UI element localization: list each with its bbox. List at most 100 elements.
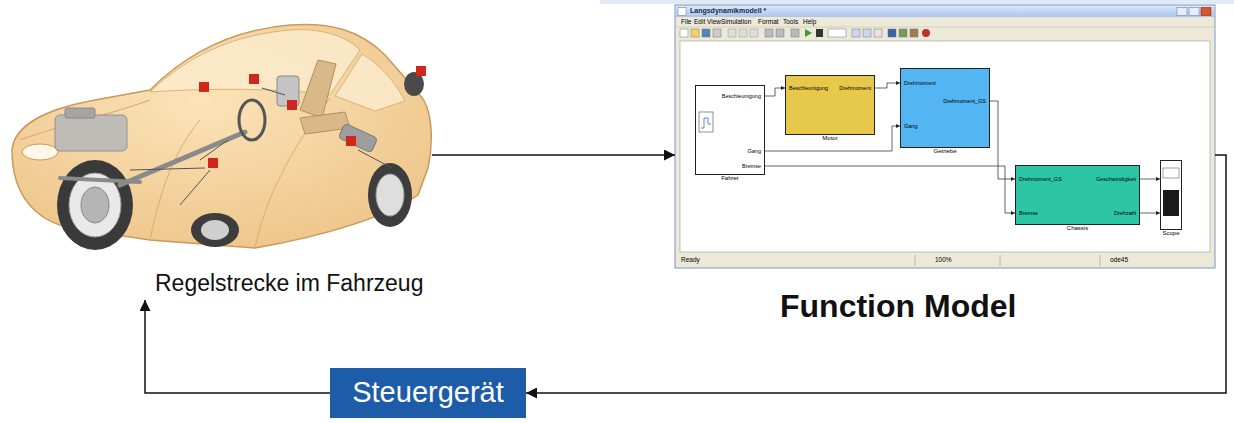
port-label: Beschleunigung (789, 85, 828, 91)
window-title: Langsdynamikmodell * (690, 7, 766, 15)
signal-builder-icon-part (701, 118, 711, 128)
toolbar-icon-part (863, 29, 871, 37)
car-illustration-part (239, 100, 265, 140)
scope-icon-part (1163, 168, 1179, 178)
port-label: Beschleunigung (722, 93, 761, 99)
signal-wire (875, 83, 900, 88)
toolbar-icon-part (874, 29, 882, 37)
simulink-window-part (676, 253, 1214, 267)
toolbar-icon (680, 29, 930, 37)
toolbar-icon-part (791, 29, 799, 37)
status-text: Ready (681, 256, 700, 263)
callout-badge-part (249, 74, 259, 84)
toolbar-icon-part (816, 29, 823, 37)
toolbar-icon-part (765, 29, 773, 37)
block-name: Fahrer (721, 175, 739, 182)
toolbar-icon-part (739, 29, 747, 37)
port-label: Drehmoment_GS (943, 98, 986, 104)
port-label: Drehzahl (1114, 210, 1136, 216)
scope-icon-part (1163, 190, 1179, 216)
connectors (145, 83, 1226, 393)
plant-illustration-node: Regelstrecke im Fahrzeug (0, 0, 432, 300)
car-illustration-part (200, 140, 228, 160)
port-label: Geschwindigkeit (1096, 176, 1136, 182)
car-illustration-part (338, 123, 377, 153)
menu-item: Format (758, 18, 779, 25)
flow-arrow (432, 154, 675, 156)
signal-wire (1140, 179, 1160, 180)
block-name: Scope (1162, 230, 1179, 237)
callout-badge-part (208, 158, 218, 168)
car-illustration-part (81, 187, 109, 223)
car-illustration-part (180, 170, 210, 205)
toolbar-icon-part (828, 29, 846, 37)
simulink-window-part (915, 255, 916, 266)
toolbar-icon-part (713, 29, 721, 37)
toolbar-icon-part (852, 29, 860, 37)
menu-item: View (707, 18, 721, 25)
car-illustration-part (22, 144, 58, 160)
car-illustration-part (376, 174, 404, 216)
status-text: ode45 (1110, 256, 1128, 263)
toolbar-icon-part (680, 29, 688, 37)
signal-builder-icon (699, 112, 713, 132)
plant-label: Regelstrecke im Fahrzeug (155, 270, 423, 296)
toolbar-icon-part (888, 29, 896, 37)
block-name: Motor (822, 135, 837, 142)
menu-item: Edit (694, 18, 705, 25)
car-illustration-part (55, 115, 127, 151)
car-illustration-part (57, 160, 133, 250)
menu-item: Help (803, 18, 816, 25)
signal-wire (765, 88, 785, 96)
toolbar-icon-part (776, 29, 784, 37)
simulink-window-part (676, 6, 1214, 17)
signal-block: BeschleunigungGangBremseFahrer (695, 85, 765, 175)
toolbar-icon-part (702, 29, 710, 37)
control-unit-box: Steuergerät (330, 368, 526, 418)
toolbar-icon-part (750, 29, 758, 37)
car-illustration-part (60, 178, 140, 182)
block-name: Chassis (1067, 225, 1088, 232)
callout-badge-part (346, 136, 356, 146)
flow-arrow (145, 300, 330, 393)
simulink-window-part (680, 41, 1210, 252)
simulink-window-part (678, 8, 686, 16)
menu-item: Tools (783, 18, 798, 25)
port-label: Bremse (742, 163, 761, 169)
status-text: 100% (935, 256, 952, 263)
menu-item: Simulation (721, 18, 751, 25)
callout-badge-part (199, 82, 209, 92)
signal-wire (765, 166, 1015, 213)
toolbar-icon-part (899, 29, 907, 37)
engine-block: BeschleunigungDrehmomentMotor (785, 75, 875, 135)
callout-badge-part (287, 100, 297, 110)
simulink-window-part (675, 5, 1215, 268)
simulink-window-part (1177, 8, 1187, 16)
port-label: Bremse (1019, 210, 1038, 216)
car-illustration-part (358, 150, 392, 168)
car-illustration-part (300, 60, 336, 118)
car-illustration-part (120, 132, 245, 185)
simulink-window-part (1189, 8, 1199, 16)
car-illustration-part (201, 220, 229, 240)
toolbar-icon-part (910, 29, 918, 37)
top-band (600, 0, 1234, 4)
car-illustration-part (262, 88, 285, 95)
car-illustration-part (12, 24, 431, 248)
simulink-window-part (1201, 8, 1211, 16)
callout-badge (199, 66, 426, 168)
simulink-window-part (1000, 255, 1001, 266)
port-label: Gang (748, 148, 761, 154)
toolbar-icon-part (805, 29, 812, 37)
callout-badge-part (416, 66, 426, 76)
simulink-window (675, 5, 1215, 268)
simulink-window-part (1100, 255, 1101, 266)
function-model-node: BeschleunigungGangBremseFahrerBeschleuni… (675, 5, 1215, 340)
car-illustration-part (130, 168, 205, 170)
control-unit-label: Steuergerät (352, 376, 504, 409)
port-label: Drehmoment (904, 80, 936, 86)
port-label: Drehmoment (839, 85, 871, 91)
block-name: Getriebe (933, 148, 956, 155)
simulink-window-part (676, 27, 1214, 28)
